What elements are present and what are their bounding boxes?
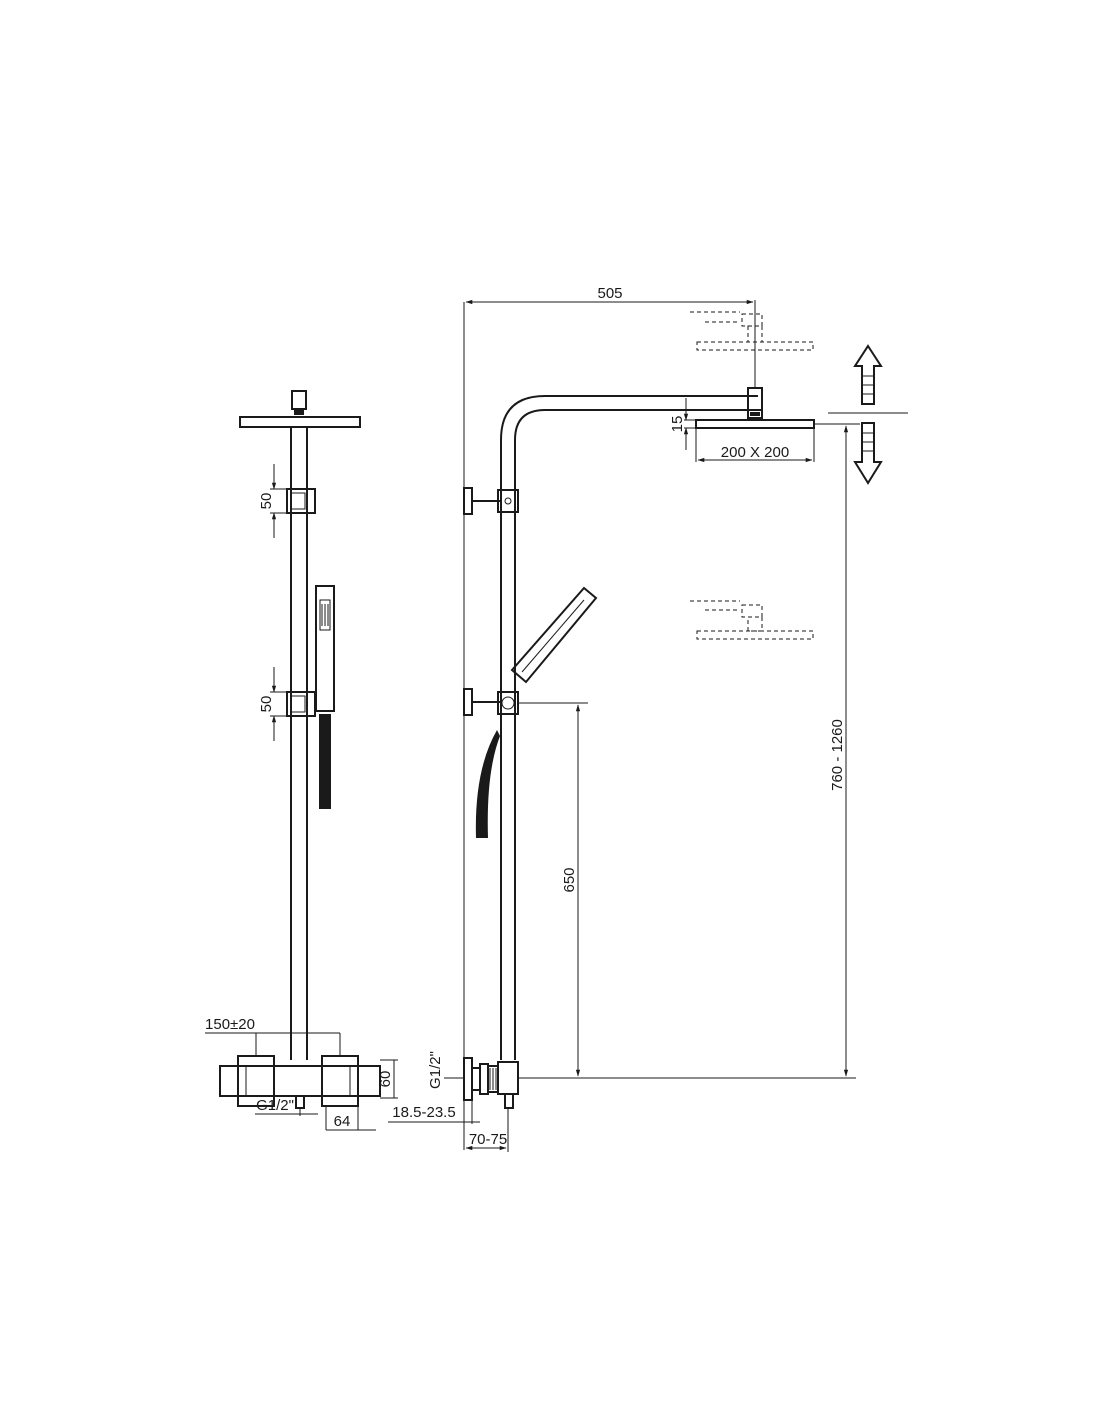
- dim-head-thickness: 15: [669, 416, 686, 433]
- thread-front: G1/2": [256, 1097, 294, 1114]
- dim-mixer-height: 60: [377, 1071, 394, 1088]
- dim-inlet-width: 64: [334, 1113, 351, 1130]
- dim-upper-slider: 50: [258, 493, 275, 510]
- hand-shower: [315, 585, 335, 712]
- side-hand-shower: [510, 586, 598, 684]
- front-hose: [319, 714, 331, 809]
- thread-side: G1/2": [427, 1051, 444, 1089]
- height-adjustment-arrows: [828, 344, 908, 485]
- dim-holder-height: 650: [561, 867, 578, 892]
- adjust-up-icon: [853, 344, 883, 405]
- side-hose: [475, 730, 500, 838]
- upper-wall-bracket: [463, 487, 473, 515]
- lower-wall-bracket: [463, 688, 473, 716]
- dim-height-range: 760 - 1260: [829, 719, 846, 791]
- dim-eccentric-depth: 70-75: [469, 1131, 507, 1148]
- dim-head-size: 200 X 200: [721, 444, 789, 461]
- upper-slider: [286, 488, 316, 514]
- head-connector: [291, 390, 307, 410]
- side-view: 505 15 200 X 200 760 - 1260 650 G1/2" 18…: [388, 285, 860, 1152]
- head-lower-position: [696, 630, 814, 640]
- dim-total-projection: 505: [597, 285, 622, 302]
- side-shower-head: [695, 419, 815, 429]
- dim-inlet-spacing: 150±20: [205, 1016, 255, 1033]
- dim-wall-offset: 18.5-23.5: [392, 1104, 455, 1121]
- thermostatic-mixer: [219, 1065, 381, 1097]
- front-shower-head: [239, 416, 361, 428]
- wall-plate: [463, 1057, 473, 1101]
- front-view: 50 50 150±20 60 G1/2" 64: [205, 390, 398, 1131]
- adjust-down-icon: [853, 422, 883, 485]
- dim-lower-slider: 50: [258, 696, 275, 713]
